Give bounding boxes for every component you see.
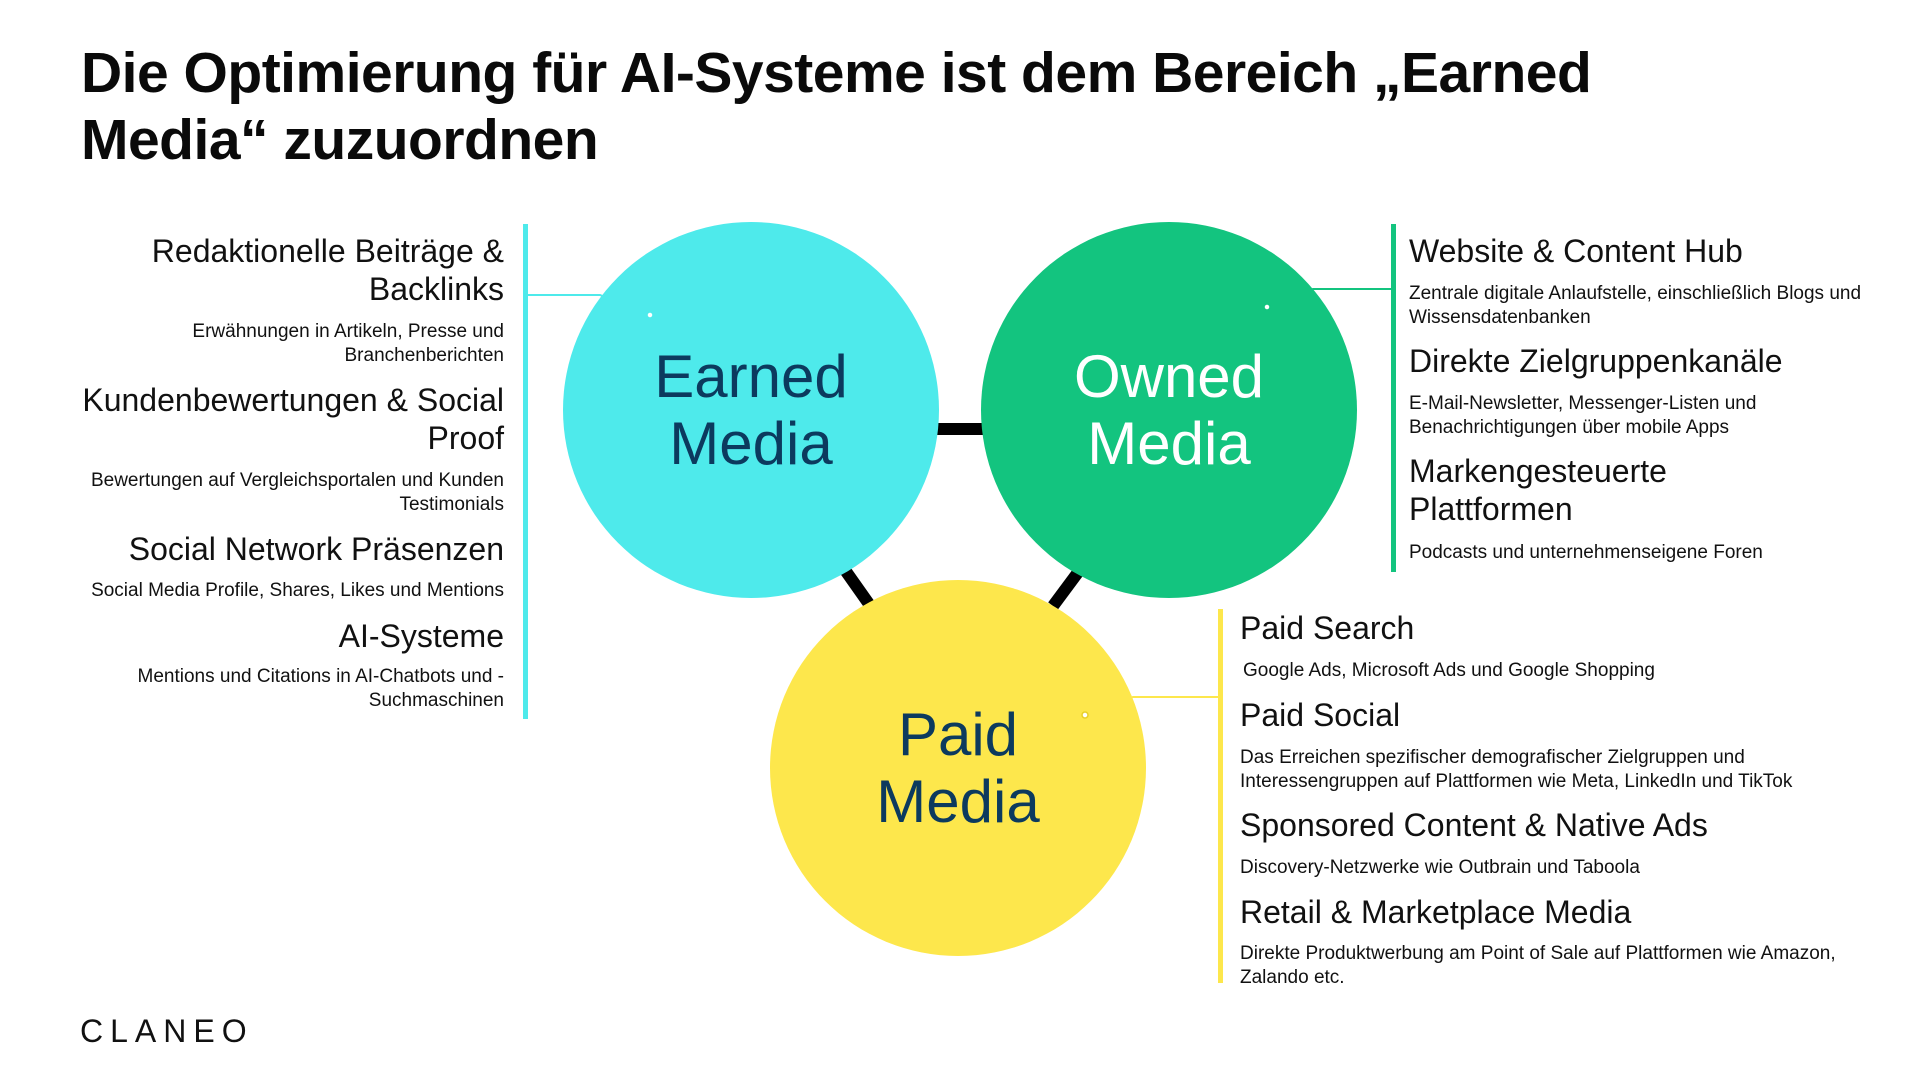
paid-item-heading: Paid Search — [1240, 610, 1415, 646]
owned-item-heading: Website & Content Hub — [1409, 233, 1743, 269]
owned-pointer-dot — [1263, 303, 1271, 311]
earned-item-heading: Kundenbewertungen & Social Proof — [82, 382, 504, 456]
paid-bar — [1218, 609, 1223, 983]
earned-bar — [523, 224, 528, 719]
paid-item-desc: Das Erreichen spezifischer demografische… — [1240, 747, 1793, 792]
earned-item-desc: Social Media Profile, Shares, Likes und … — [91, 580, 504, 601]
owned-item-heading: Direkte Zielgruppenkanäle — [1409, 343, 1783, 379]
paid-media-circle: Paid Media — [770, 580, 1146, 956]
earned-item-heading: Social Network Präsenzen — [128, 531, 504, 567]
owned-bar — [1391, 224, 1396, 572]
paid-item-heading: Retail & Marketplace Media — [1240, 894, 1632, 930]
earned-item-heading: AI-Systeme — [338, 618, 504, 654]
owned-item-desc: Zentrale digitale Anlaufstelle, einschli… — [1409, 283, 1862, 328]
paid-item-desc: Google Ads, Microsoft Ads und Google Sho… — [1243, 660, 1655, 681]
paid-item-heading: Sponsored Content & Native Ads — [1240, 807, 1708, 843]
paid-item-desc: Discovery-Netzwerke wie Outbrain und Tab… — [1240, 857, 1640, 878]
claneo-logo: CLANEO — [80, 1013, 254, 1049]
earned-item-heading: Redaktionelle Beiträge & Backlinks — [151, 233, 504, 307]
paid-item-desc: Direkte Produktwerbung am Point of Sale … — [1240, 943, 1836, 988]
paid-pointer-dot — [1081, 711, 1089, 719]
earned-item-desc: Erwähnungen in Artikeln, Presse und Bran… — [192, 321, 504, 366]
connector-owned-paid — [1048, 567, 1084, 610]
owned-media-circle: Owned Media — [981, 222, 1357, 598]
connector-earned-paid — [840, 566, 874, 608]
owned-item-desc: E-Mail-Newsletter, Messenger-Listen und … — [1409, 393, 1757, 438]
earned-pointer-dot — [646, 311, 654, 319]
earned-item-desc: Bewertungen auf Vergleichsportalen und K… — [90, 470, 504, 515]
page-title: Die Optimierung für AI-Systeme ist dem B… — [81, 41, 1592, 172]
earned-media-circle: Earned Media — [563, 222, 939, 598]
owned-item-heading: Markengesteuerte Plattformen — [1409, 453, 1667, 527]
paid-item-heading: Paid Social — [1240, 697, 1401, 733]
earned-item-desc: Mentions und Citations in AI-Chatbots un… — [137, 666, 504, 711]
owned-item-desc: Podcasts und unternehmenseigene Foren — [1409, 542, 1763, 563]
